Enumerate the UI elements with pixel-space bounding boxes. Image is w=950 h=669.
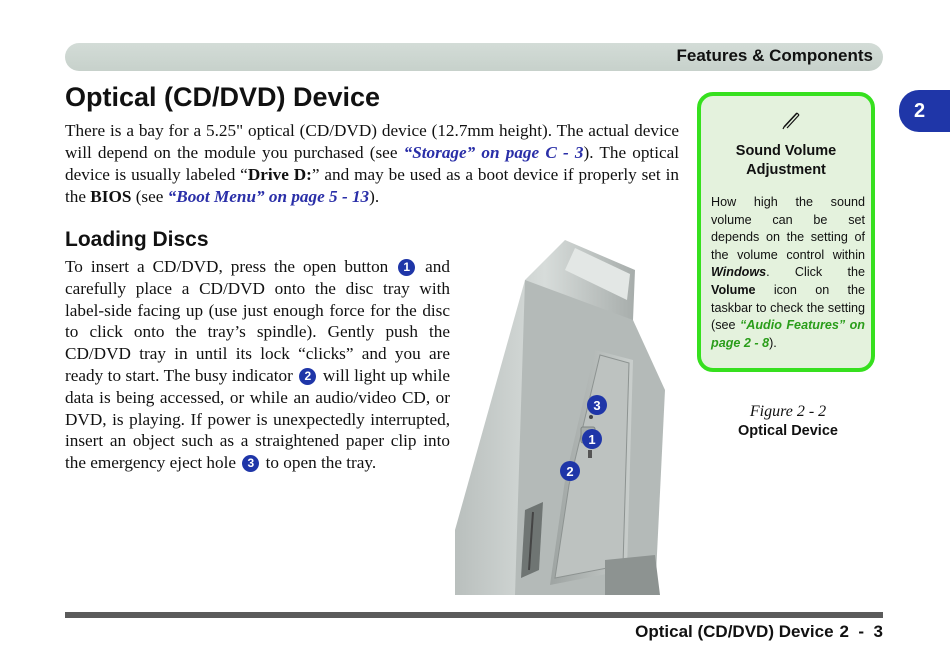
- intro-paragraph: There is a bay for a 5.25" optical (CD/D…: [65, 121, 680, 206]
- footer-divider: [65, 612, 883, 618]
- volume-label: Volume: [711, 282, 756, 297]
- footer-title: Optical (CD/DVD) Device: [635, 622, 834, 641]
- figure-name: Optical Device: [738, 423, 838, 439]
- callout-badge-3: 3: [242, 455, 260, 473]
- pencil-icon: [782, 112, 800, 130]
- callout-badge-2: 2: [299, 367, 317, 385]
- boot-menu-link[interactable]: “Boot Menu” on page 5 - 13: [167, 187, 370, 206]
- figure-callout-3: 3: [587, 395, 607, 415]
- subsection-title: Loading Discs: [65, 228, 209, 251]
- figure-callout-2: 2: [560, 461, 580, 481]
- svg-text:1: 1: [588, 432, 595, 447]
- windows-label: Windows: [711, 265, 767, 280]
- figure-number: Figure 2 - 2: [749, 403, 827, 420]
- bios-label: BIOS: [90, 187, 132, 206]
- note-box: Sound Volume Adjustment How high the sou…: [697, 92, 875, 372]
- svg-text:3: 3: [593, 398, 600, 413]
- figure-callout-1: 1: [582, 429, 602, 449]
- footer: Optical (CD/DVD) Device 2 - 3: [629, 622, 883, 642]
- callout-badge-1: 1: [398, 259, 416, 276]
- note-title: Sound Volume Adjustment: [735, 143, 837, 178]
- header-bar: Features & Components: [65, 43, 883, 71]
- header-title: Features & Components: [676, 46, 873, 65]
- loading-discs-paragraph: To insert a CD/DVD, press the open butto…: [65, 257, 450, 473]
- optical-device-photo: 3 1 2: [455, 240, 665, 595]
- section-title: Optical (CD/DVD) Device: [65, 82, 381, 112]
- storage-link[interactable]: “Storage” on page C - 3: [403, 143, 584, 162]
- drive-label: Drive D:: [247, 165, 312, 184]
- note-body: How high the sound volume can be set dep…: [711, 195, 865, 350]
- audio-features-link[interactable]: “Audio Features” on page 2 - 8: [711, 318, 865, 350]
- page-number: 2 - 3: [839, 622, 883, 641]
- figure-caption: Figure 2 - 2 Optical Device: [697, 402, 879, 441]
- chapter-tab[interactable]: 2: [899, 90, 950, 132]
- svg-text:2: 2: [566, 464, 573, 479]
